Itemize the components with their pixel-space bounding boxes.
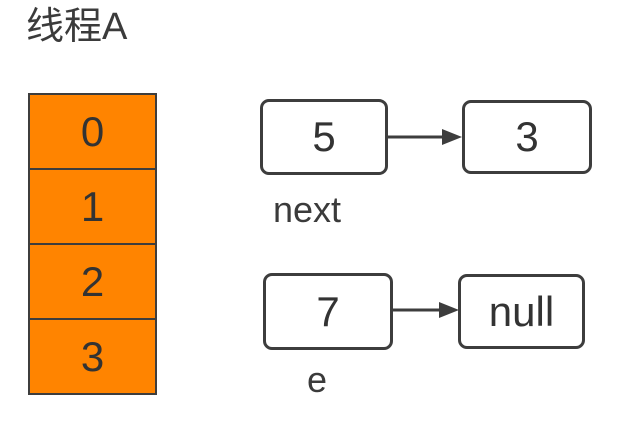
node-label: next: [273, 189, 342, 230]
array-cell-3: 3: [28, 318, 157, 395]
array-cell-1: 1: [28, 168, 157, 245]
node-box-next: null: [458, 274, 585, 349]
array-cell-2: 2: [28, 243, 157, 320]
array-cell-0: 0: [28, 93, 157, 170]
node-box-value: 5: [260, 99, 388, 175]
node-box-value: 7: [263, 273, 393, 350]
arrow-right-icon: [393, 302, 459, 318]
hash-array: 0 1 2 3: [28, 93, 157, 395]
node-box-next: 3: [462, 100, 592, 174]
node-label: e: [307, 359, 328, 400]
arrow-right-icon: [388, 129, 462, 145]
thread-title: 线程A: [26, 6, 128, 48]
